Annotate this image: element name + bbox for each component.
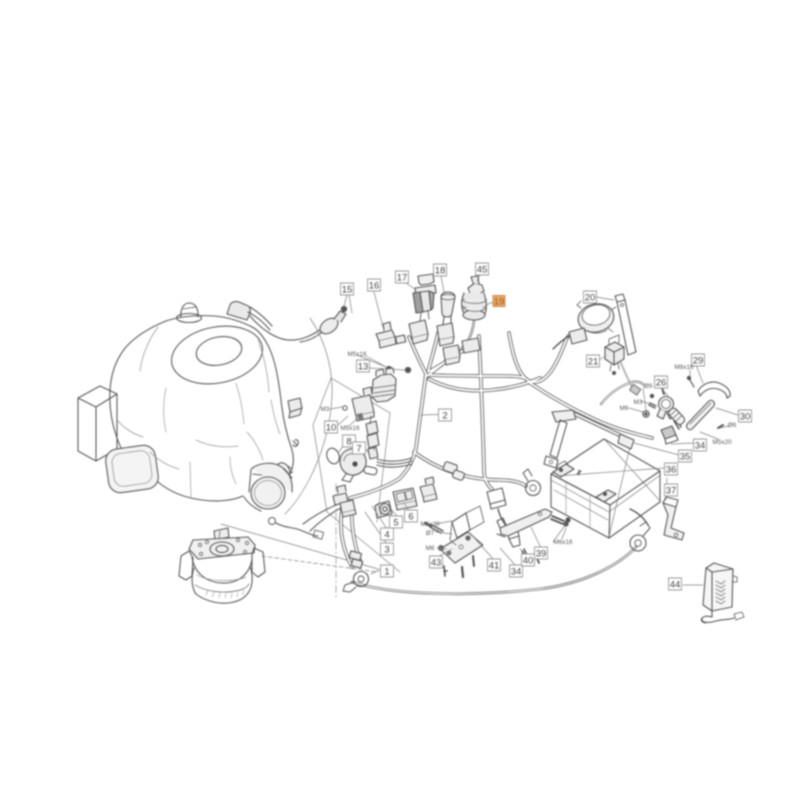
svg-text:44: 44: [670, 580, 681, 591]
svg-text:16: 16: [369, 281, 380, 292]
svg-text:M6: M6: [426, 545, 435, 552]
svg-text:34: 34: [695, 441, 706, 452]
svg-text:5: 5: [393, 518, 398, 529]
svg-text:M6: M6: [620, 405, 629, 412]
svg-text:M3: M3: [321, 406, 330, 413]
svg-text:13: 13: [358, 362, 369, 373]
svg-text:26: 26: [656, 378, 667, 389]
svg-text:Ø9: Ø9: [644, 383, 653, 390]
svg-text:29: 29: [693, 356, 704, 367]
svg-text:40: 40: [523, 556, 534, 567]
svg-text:1: 1: [384, 567, 389, 578]
svg-text:18: 18: [435, 266, 446, 277]
svg-text:M8x16: M8x16: [675, 364, 694, 371]
svg-text:Ø6: Ø6: [728, 422, 737, 429]
svg-text:20: 20: [585, 293, 596, 304]
svg-text:4: 4: [384, 530, 389, 541]
svg-text:M3: M3: [634, 399, 643, 406]
svg-text:Ø7: Ø7: [426, 530, 435, 537]
svg-text:3: 3: [384, 545, 389, 556]
svg-text:39: 39: [536, 549, 547, 560]
svg-text:8: 8: [346, 437, 351, 448]
svg-text:41: 41: [489, 561, 500, 572]
svg-text:34: 34: [511, 567, 522, 578]
svg-text:43: 43: [431, 558, 442, 569]
svg-text:M5x16: M5x16: [348, 351, 367, 358]
svg-text:M5x20: M5x20: [421, 521, 440, 528]
svg-text:36: 36: [666, 465, 677, 476]
svg-text:M5x16: M5x16: [341, 425, 360, 432]
svg-text:21: 21: [588, 357, 599, 368]
svg-text:M6x16: M6x16: [554, 539, 573, 546]
svg-text:17: 17: [397, 273, 408, 284]
svg-text:7: 7: [356, 444, 361, 455]
svg-text:30: 30: [740, 412, 751, 423]
svg-text:M5x20: M5x20: [713, 439, 732, 446]
svg-text:37: 37: [666, 486, 677, 497]
svg-text:6: 6: [408, 512, 413, 523]
svg-text:19: 19: [494, 297, 505, 308]
svg-text:15: 15: [342, 285, 353, 296]
svg-text:2: 2: [442, 411, 447, 422]
svg-text:10: 10: [326, 423, 337, 434]
svg-text:45: 45: [477, 265, 488, 276]
svg-text:35: 35: [680, 452, 691, 463]
